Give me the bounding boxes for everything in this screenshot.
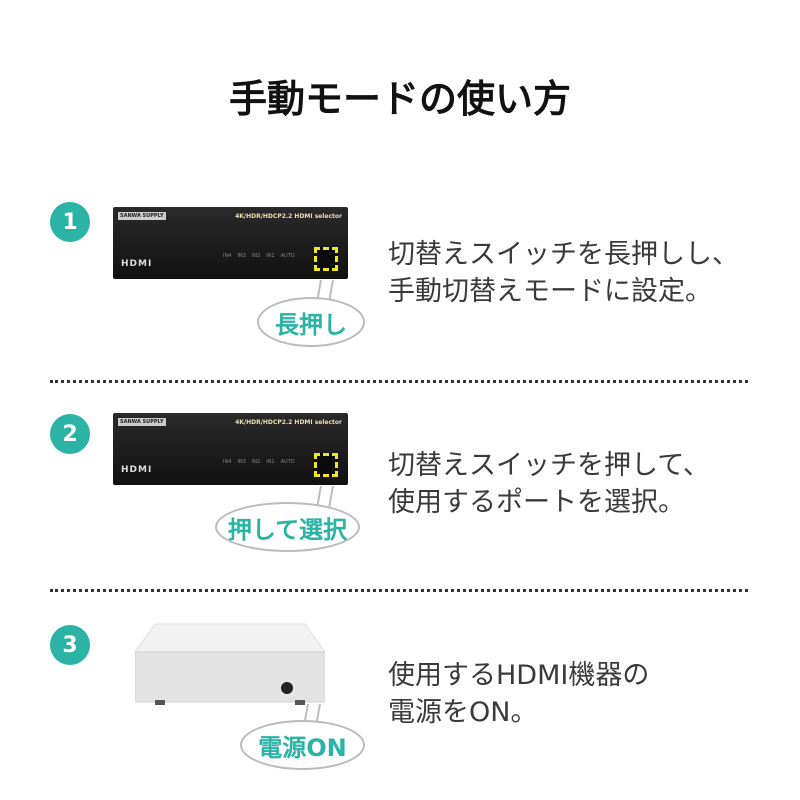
desc-line: 手動切替えモードに設定。 (388, 276, 712, 307)
hdmi-selector-image: SANWA SUPPLY 4K/HDR/HDCP2.2 HDMI selecto… (113, 413, 348, 485)
step-description-2: 切替えスイッチを押して、使用するポートを選択。 (388, 447, 710, 521)
port-label: AUTO (280, 459, 295, 465)
hdmi-logo: HDMI (121, 259, 153, 269)
port-label: IN2 (251, 459, 261, 465)
desc-line: 使用するHDMI機器の (388, 660, 650, 691)
desc-line: 電源をON。 (388, 697, 538, 728)
port-labels: IN4 IN3 IN2 IN1 AUTO (223, 459, 295, 465)
power-button-icon (281, 682, 293, 694)
desc-line: 切替えスイッチを押して、 (388, 450, 710, 481)
port-label: IN4 (223, 459, 232, 465)
hdmi-device-box-image (135, 623, 325, 705)
port-label: IN4 (223, 253, 232, 259)
callout-bubble-1: 長押し (257, 297, 365, 347)
dotted-divider (50, 380, 748, 383)
port-label: IN1 (266, 253, 275, 259)
brand-logo: SANWA SUPPLY (118, 418, 166, 426)
callout-bubble-3: 電源ON (240, 720, 365, 770)
port-labels: IN4 IN3 IN2 IN1 AUTO (223, 253, 295, 259)
desc-line: 使用するポートを選択。 (388, 487, 685, 518)
dotted-divider (50, 589, 748, 592)
hdmi-logo: HDMI (121, 465, 153, 475)
step-description-3: 使用するHDMI機器の電源をON。 (388, 657, 649, 731)
page-title: 手動モードの使い方 (228, 77, 571, 121)
port-label: IN3 (237, 459, 246, 465)
step-description-1: 切替えスイッチを長押しし、手動切替えモードに設定。 (388, 236, 739, 310)
switch-button-highlight (314, 247, 338, 271)
switch-button-highlight (314, 453, 338, 477)
port-label: IN2 (251, 253, 261, 259)
step-number-3: 3 (50, 625, 90, 665)
device-model-label: 4K/HDR/HDCP2.2 HDMI selector (235, 213, 342, 220)
port-label: AUTO (280, 253, 295, 259)
step-number-1: 1 (50, 202, 90, 242)
port-label: IN3 (237, 253, 246, 259)
hdmi-selector-image: SANWA SUPPLY 4K/HDR/HDCP2.2 HDMI selecto… (113, 207, 348, 279)
port-label: IN1 (266, 459, 275, 465)
desc-line: 切替えスイッチを長押しし、 (388, 239, 739, 270)
brand-logo: SANWA SUPPLY (118, 212, 166, 220)
callout-bubble-2: 押して選択 (215, 502, 360, 552)
device-model-label: 4K/HDR/HDCP2.2 HDMI selector (235, 419, 342, 426)
step-number-2: 2 (50, 414, 90, 454)
